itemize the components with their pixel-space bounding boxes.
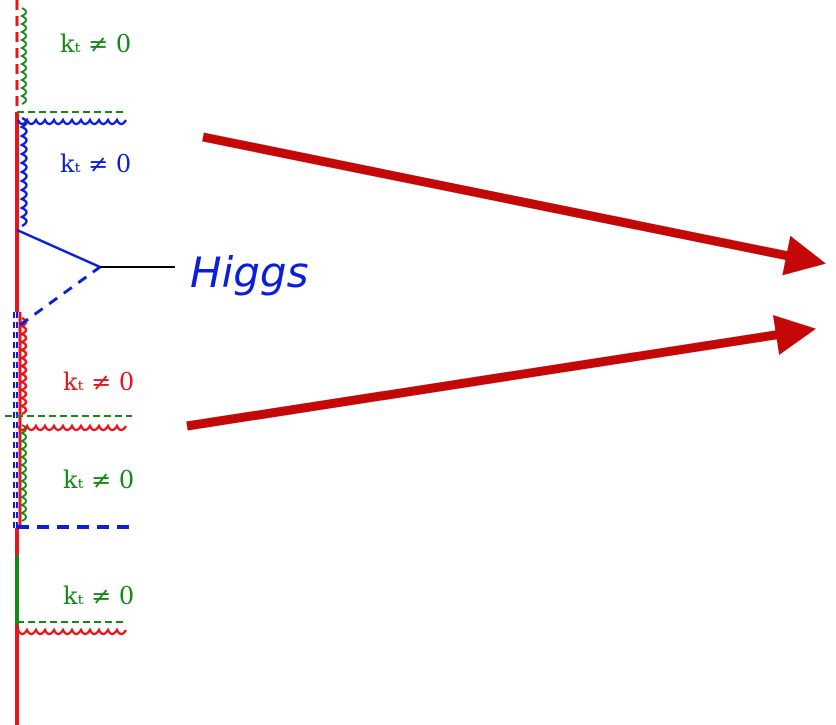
arrow-upper [202, 132, 826, 276]
kt-label-4: kₜ ≠ 0 [63, 466, 134, 494]
kt-label-5: kₜ ≠ 0 [63, 582, 134, 610]
gluon-vertical-green-top [19, 7, 27, 105]
kt-label-2: kₜ ≠ 0 [60, 150, 131, 178]
kt-label-3: kₜ ≠ 0 [63, 368, 134, 396]
gluon-vertical-red [19, 316, 28, 416]
higgs-label: Higgs [190, 248, 308, 297]
rung-gluon-red-4 [16, 627, 128, 636]
kt-label-1: kₜ ≠ 0 [60, 30, 131, 58]
arrow-lower [186, 314, 817, 431]
gluon-vertical-blue [19, 116, 28, 228]
higgs-dashed-gluon-line [19, 265, 101, 327]
rung-gluon-red-2 [16, 423, 128, 432]
rung-gluon-blue-1 [16, 117, 128, 126]
gluon-vertical-green-lower [19, 424, 27, 522]
higgs-solid-gluon-line [16, 228, 101, 269]
